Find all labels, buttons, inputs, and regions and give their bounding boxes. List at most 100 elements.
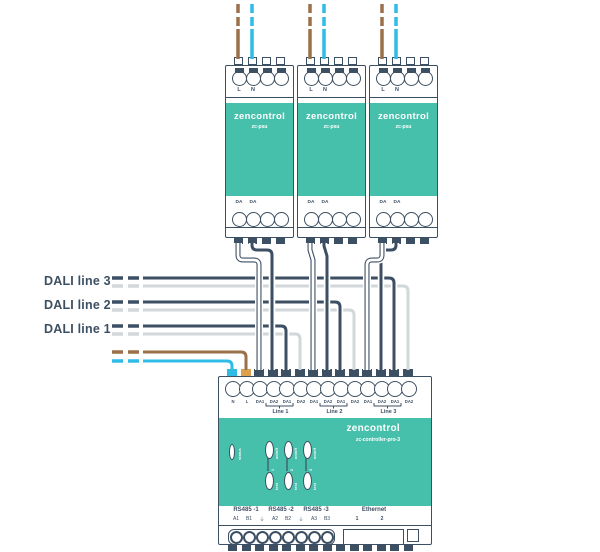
wire: [234, 243, 263, 370]
psu-strip-tab: [320, 68, 330, 73]
controller-model-label: zc-controller-pro-3: [355, 437, 400, 443]
wire: [143, 284, 410, 370]
status-label: status: [238, 448, 242, 460]
psu-dali-label: DA: [393, 200, 401, 205]
psu-power-label: L: [381, 86, 385, 93]
controller-bottom-tab: [362, 545, 372, 551]
psu-divider: [226, 97, 293, 98]
rs485-terminal: [294, 530, 308, 544]
psu-dali-label: DA: [249, 200, 257, 205]
psu-dali-label: DA: [379, 200, 387, 205]
controller-bottom-tab: [322, 545, 332, 551]
controller-top-tab: [308, 369, 318, 376]
earth-ground-icon: ⏚: [259, 517, 265, 523]
wire: [320, 242, 331, 370]
onoff-button-label: on/off: [275, 447, 279, 459]
psu-faceplate: zencontrol zc-psu: [298, 103, 365, 196]
psu-strip-tab: [262, 68, 272, 73]
controller-terminal-label: DA1: [390, 398, 400, 404]
wire: [143, 324, 288, 370]
psu-divider: [370, 97, 437, 98]
wire: [322, 243, 329, 370]
line-onoff-button[interactable]: [283, 441, 293, 459]
channel-number-label: 1: [270, 468, 275, 471]
line-onoff-button[interactable]: [264, 441, 274, 459]
psu-foot-tab: [275, 238, 285, 244]
psu-dali-terminal: [231, 211, 247, 227]
controller-terminal-label: DA1: [336, 398, 346, 404]
controller-terminal-label: DA1: [282, 398, 292, 404]
controller-module: zencontrol zc-controller-pro-3 status on…: [218, 376, 432, 545]
psu-power-label: N: [251, 86, 255, 93]
wire: [377, 241, 400, 370]
wire: [143, 322, 290, 370]
wire: [143, 359, 234, 370]
psu-dali-terminal: [245, 211, 261, 227]
psu-strip-tab: [234, 68, 244, 73]
psu-dali-terminal: [345, 211, 361, 227]
psu-din-tab: [405, 57, 415, 65]
psu-strip-tab: [420, 68, 430, 73]
controller-top-tab: [268, 369, 278, 376]
psu-mains-terminal: [273, 70, 289, 86]
controller-bottom-tab: [376, 545, 386, 551]
line-test-button[interactable]: [302, 472, 312, 490]
wire: [143, 300, 342, 370]
line-onoff-button[interactable]: [302, 441, 312, 459]
psu-mains-terminal: [331, 70, 347, 86]
psu-bottom-strip: [370, 227, 437, 234]
controller-top-tab: [349, 369, 359, 376]
psu-strip-tab: [348, 68, 358, 73]
controller-top-tab: [322, 369, 332, 376]
controller-bottom-tab: [349, 545, 359, 551]
rs485-terminal-label: B2: [284, 516, 292, 522]
wire: [363, 243, 386, 370]
psu-foot-tab: [333, 238, 343, 244]
line-test-button[interactable]: [264, 472, 274, 490]
psu-mains-terminal: [345, 70, 361, 86]
rs485-terminal: [229, 530, 243, 544]
controller-faceplate: zencontrol zc-controller-pro-3 status on…: [219, 418, 431, 506]
psu-dali-label: DA: [235, 200, 243, 205]
psu-model-label: zc-psu: [395, 124, 412, 130]
psu-mains-terminal: [259, 70, 275, 86]
psu-mains-terminal: [389, 70, 405, 86]
line-group-label: Line 1: [272, 409, 289, 415]
dali-line-3-label: DALI line 3: [44, 274, 111, 288]
rs485-terminal-label: A3: [310, 516, 318, 522]
psu-brand-logo: zencontrol: [377, 111, 430, 122]
test-button-label: test: [313, 482, 317, 490]
psu-foot-tab: [391, 238, 401, 244]
psu-foot-tab: [261, 238, 271, 244]
controller-bottom-tab: [335, 545, 345, 551]
controller-terminal-label: DA2: [377, 398, 387, 404]
rs485-terminal-label: A2: [271, 516, 279, 522]
psu-din-tab: [261, 57, 271, 65]
psu-dali-terminal: [317, 211, 333, 227]
line-group-label: Line 2: [326, 409, 343, 415]
controller-bottom-tab: [281, 545, 291, 551]
wire: [307, 243, 316, 370]
psu-bottom-strip: [298, 227, 365, 234]
ethernet-port-2-label: 2: [380, 516, 384, 522]
psu-strip-tab: [406, 68, 416, 73]
rs485-terminal-label: B3: [323, 516, 331, 522]
psu-dali-terminal: [375, 211, 391, 227]
line-test-button[interactable]: [283, 472, 293, 490]
controller-top-tab: [254, 369, 264, 376]
ethernet-port-1[interactable]: [343, 528, 404, 545]
psu-bottom-strip: [226, 227, 293, 234]
ethernet-port-2[interactable]: [407, 528, 419, 542]
psu-power-label: L: [237, 86, 241, 93]
psu-strip-tab: [392, 68, 402, 73]
psu-dali-terminal: [303, 211, 319, 227]
line-group-label: Line 3: [380, 409, 397, 415]
psu-mains-terminal: [303, 70, 319, 86]
wire: [143, 350, 248, 370]
controller-bottom-tab: [295, 545, 305, 551]
psu-model-label: zc-psu: [323, 124, 340, 130]
psu-din-tab: [247, 57, 257, 65]
controller-terminal-label: DA1: [255, 398, 265, 404]
psu-din-tab: [233, 57, 243, 65]
controller-top-tab: [227, 369, 237, 376]
